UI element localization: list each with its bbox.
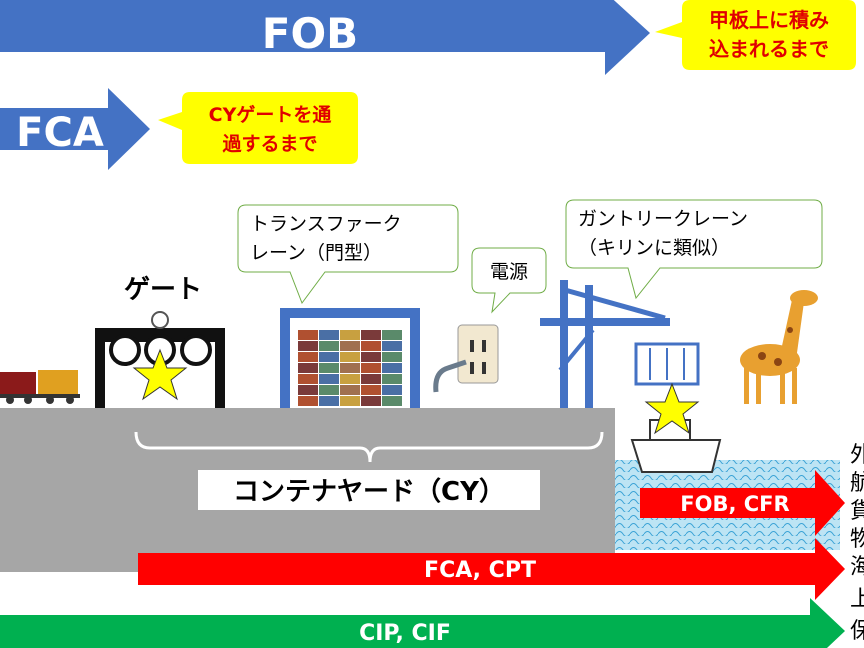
container-block <box>382 352 402 362</box>
fca-cpt-arrow: FCA, CPT <box>138 538 845 600</box>
container-block <box>298 396 318 406</box>
transfer-callout-line2: レーン（門型） <box>250 242 382 264</box>
container-block <box>382 363 402 373</box>
container-block <box>319 330 339 340</box>
container-block <box>298 341 318 351</box>
container-block <box>298 385 318 395</box>
container-block <box>319 385 339 395</box>
cip-cif-label: CIP, CIF <box>359 621 451 646</box>
container-block <box>382 396 402 406</box>
fob-cfr-label: FOB, CFR <box>680 492 789 516</box>
giraffe-icon <box>740 290 818 404</box>
container-block <box>319 374 339 384</box>
fca-cpt-label: FCA, CPT <box>424 558 536 583</box>
star-icon <box>132 348 188 401</box>
fob-callout-line2: 込まれるまで <box>709 37 829 61</box>
gantry-callout-line2: （キリンに類似） <box>578 237 730 259</box>
container-block <box>298 330 318 340</box>
side-char: 保 <box>850 619 864 644</box>
container-block <box>340 341 360 351</box>
gate-label: ゲート <box>124 275 202 305</box>
container-block <box>382 374 402 384</box>
container-block <box>298 352 318 362</box>
fob-callout-line1: 甲板上に積み <box>709 8 829 32</box>
container-block <box>340 330 360 340</box>
container-block <box>319 341 339 351</box>
container-block <box>382 341 402 351</box>
fca-callout: CYゲートを通 過するまで <box>158 92 358 164</box>
power-callout: 電源 <box>471 247 547 314</box>
side-char: 航 <box>850 471 864 496</box>
container-block <box>319 363 339 373</box>
container-yard-label: コンテナヤード（CY） <box>233 477 505 507</box>
yard-bracket <box>134 431 604 463</box>
fob-arrow-label: FOB <box>262 9 358 58</box>
side-char: 海 <box>850 555 864 580</box>
container-block <box>340 352 360 362</box>
container-block <box>319 396 339 406</box>
container-block <box>361 341 381 351</box>
container-block <box>340 374 360 384</box>
container-block <box>340 363 360 373</box>
container-block <box>361 374 381 384</box>
container-block <box>361 396 381 406</box>
fob-arrow: FOB <box>0 0 650 75</box>
side-text: 外 航 貨 物 海 上 保 <box>850 443 864 644</box>
transfer-callout-line1: トランスファーク <box>250 213 402 235</box>
power-callout-text: 電源 <box>490 261 528 283</box>
power-outlet-icon <box>433 324 499 393</box>
fca-arrow: FCA <box>0 88 150 170</box>
container-block <box>361 385 381 395</box>
container-block <box>382 385 402 395</box>
side-char: 物 <box>850 527 864 552</box>
container-block <box>361 330 381 340</box>
cip-cif-arrow: CIP, CIF <box>0 598 845 648</box>
side-char: 外 <box>850 443 864 468</box>
fob-cfr-arrow: FOB, CFR <box>640 470 845 536</box>
train-icon <box>0 370 80 404</box>
fob-callout: 甲板上に積み 込まれるまで <box>655 0 856 70</box>
container-block <box>361 352 381 362</box>
container-block <box>298 374 318 384</box>
container-block <box>382 330 402 340</box>
transfer-crane-icon <box>280 308 420 408</box>
container-block <box>319 352 339 362</box>
container-block <box>340 396 360 406</box>
gantry-callout-line1: ガントリークレーン <box>578 208 748 230</box>
fca-callout-line2: 過するまで <box>222 133 317 155</box>
star-icon <box>644 382 700 435</box>
container-yard-label-box <box>198 470 540 510</box>
fca-callout-line1: CYゲートを通 <box>209 104 333 126</box>
container-block <box>340 385 360 395</box>
container-block <box>298 363 318 373</box>
gantry-crane-callout: ガントリークレーン （キリンに類似） <box>565 199 823 300</box>
gantry-crane-icon <box>540 280 670 408</box>
side-char: 上 <box>850 587 864 612</box>
transfer-crane-callout: トランスファーク レーン（門型） <box>237 204 459 305</box>
container-block <box>361 363 381 373</box>
fca-arrow-label: FCA <box>16 110 104 156</box>
side-char: 貨 <box>850 499 864 524</box>
